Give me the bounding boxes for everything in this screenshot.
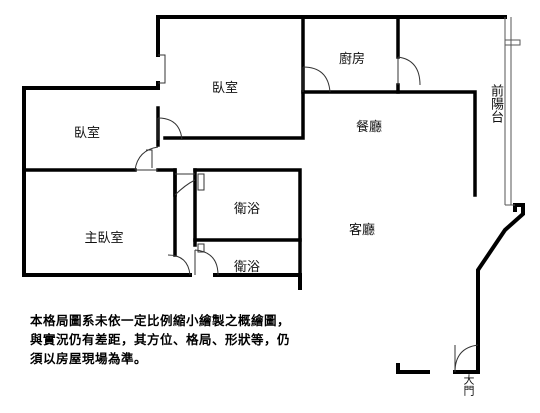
bath-lower-label: 衛浴 xyxy=(234,260,260,275)
dining-label: 餐廳 xyxy=(356,119,382,135)
living-label: 客廳 xyxy=(349,222,375,238)
front-balcony-label: 前陽台 xyxy=(488,84,503,123)
main-door-label: 大門 xyxy=(462,374,475,396)
bedroom-top-label: 臥室 xyxy=(212,80,238,96)
interior-walls xyxy=(22,15,477,277)
bath-upper-label: 衛浴 xyxy=(234,202,260,217)
bath-fixtures xyxy=(197,173,205,253)
disclaimer-line-2: 與實況仍有差距，其方位、格局、形狀等，仍 xyxy=(30,332,291,347)
outer-walls xyxy=(22,15,525,374)
bedroom-left-label: 臥室 xyxy=(74,125,100,141)
doors xyxy=(134,54,479,373)
balcony-lines xyxy=(504,17,521,206)
disclaimer-text: 本格局圖系未依一定比例縮小繪製之概繪圖， 與實況仍有差距，其方位、格局、形狀等，… xyxy=(30,311,390,368)
kitchen-label: 廚房 xyxy=(339,51,365,67)
master-bedroom-label: 主臥室 xyxy=(84,230,123,246)
disclaimer-line-1: 本格局圖系未依一定比例縮小繪製之概繪圖， xyxy=(30,313,291,328)
disclaimer-line-3: 須以房屋現場為準。 xyxy=(30,351,148,366)
